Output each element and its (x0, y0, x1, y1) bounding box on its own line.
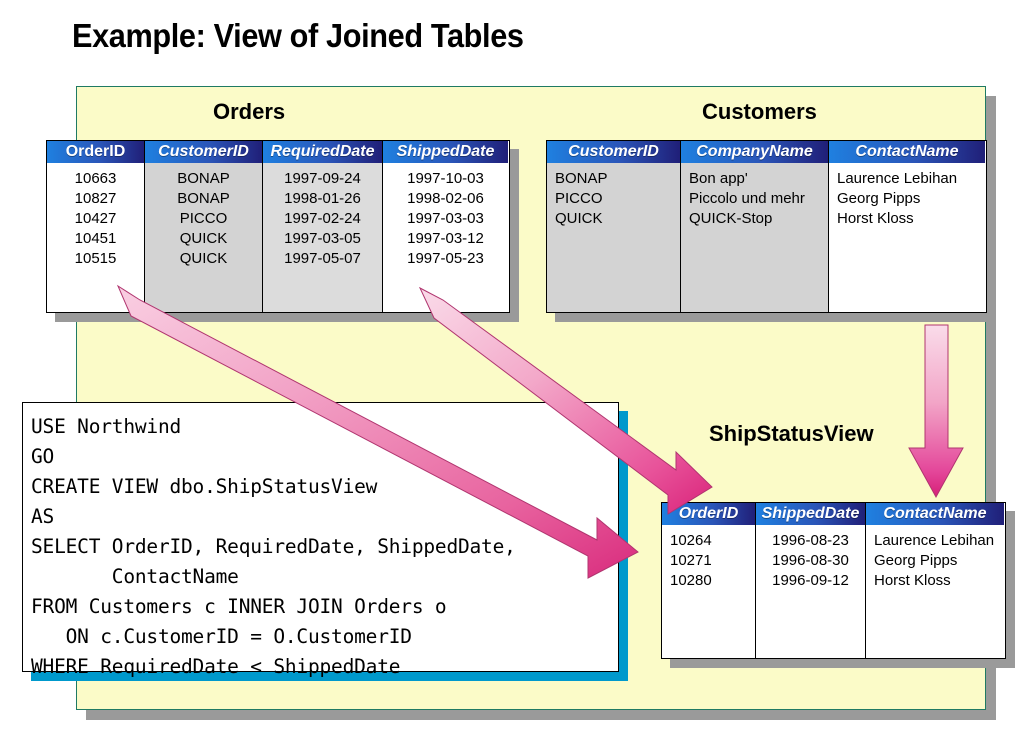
column-header-orderid[interactable]: OrderID (47, 141, 144, 163)
column-header-shippeddate[interactable]: ShippedDate (756, 503, 865, 525)
column-shippeddate: ShippedDate 1996-08-23 1996-08-30 1996-09-1… (755, 503, 865, 658)
table-cell: Horst Kloss (874, 572, 951, 589)
column-header-shippeddate[interactable]: ShippedDate (383, 141, 508, 163)
table-cell: 1997-03-12 (407, 230, 484, 247)
column-body: BONAP PICCO QUICK (547, 163, 680, 312)
table-cell: BONAP (177, 190, 230, 207)
column-shippeddate: ShippedDate 1997-10-03 1998-02-06 1997-03-0… (382, 141, 508, 312)
table-cell: BONAP (555, 170, 608, 187)
column-body: 1997-09-24 1998-01-26 1997-02-24 1997-03-05… (263, 163, 382, 312)
table-cell: 10264 (670, 532, 712, 549)
column-header-requireddate[interactable]: RequiredDate (263, 141, 382, 163)
table-cell: QUICK-Stop (689, 210, 773, 227)
table-cell: 1997-05-23 (407, 250, 484, 267)
table-cell: BONAP (177, 170, 230, 187)
page-title: Example: View of Joined Tables (72, 17, 524, 54)
column-customerid: CustomerID BONAP BONAP PICCO QUICK QUICK (144, 141, 262, 312)
column-body: BONAP BONAP PICCO QUICK QUICK (145, 163, 262, 312)
table-cell: 10451 (74, 230, 117, 247)
table-cell: Laurence Lebihan (874, 532, 995, 549)
column-header-customerid[interactable]: CustomerID (547, 141, 680, 163)
column-body: 10663 10827 10427 10451 10515 (47, 163, 144, 312)
column-header-customerid[interactable]: CustomerID (145, 141, 262, 163)
table-cell: QUICK (179, 250, 228, 267)
table-cell: 1997-03-05 (284, 230, 361, 247)
column-customerid: CustomerID BONAP PICCO QUICK (547, 141, 680, 312)
sql-code-box: USE Northwind GO CREATE VIEW dbo.ShipSta… (22, 402, 619, 678)
table-cell: 1996-08-23 (772, 532, 849, 549)
column-requireddate: RequiredDate 1997-09-24 1998-01-26 1997-02-… (262, 141, 382, 312)
table-cell: 10827 (74, 190, 117, 207)
table-cell: 10280 (670, 572, 712, 589)
column-body: 10264 10271 10280 (662, 525, 755, 658)
table-cell: 1996-09-12 (772, 572, 849, 589)
orders-table-caption: Orders (213, 99, 286, 124)
table-cell: Laurence Lebihan (837, 170, 958, 187)
column-header-orderid[interactable]: OrderID (662, 503, 755, 525)
table-cell: 1997-05-07 (284, 250, 361, 267)
orders-table: OrderID 10663 10827 10427 10451 10515 Customer… (46, 140, 510, 313)
table-cell: 1997-10-03 (407, 170, 484, 187)
table-cell: QUICK (179, 230, 228, 247)
column-header-contactname[interactable]: ContactName (866, 503, 1004, 525)
view-table-caption: ShipStatusView (709, 421, 874, 446)
table-cell: Bon app' (689, 170, 748, 187)
column-header-companyname[interactable]: CompanyName (681, 141, 828, 163)
table-cell: Horst Kloss (837, 210, 914, 227)
column-body: 1997-10-03 1998-02-06 1997-03-03 1997-03-12… (383, 163, 508, 312)
column-orderid: OrderID 10264 10271 10280 (662, 503, 755, 658)
column-body: 1996-08-23 1996-08-30 1996-09-12 (756, 525, 865, 658)
table-cell: 10515 (74, 250, 117, 267)
table-cell: QUICK (555, 210, 603, 227)
column-header-contactname[interactable]: ContactName (829, 141, 985, 163)
customers-table-caption: Customers (702, 99, 817, 124)
table-cell: Georg Pipps (874, 552, 958, 569)
table-cell: 1997-03-03 (407, 210, 484, 227)
sql-code-text: USE Northwind GO CREATE VIEW dbo.ShipSta… (31, 415, 516, 678)
table-cell: PICCO (179, 210, 228, 227)
table-cell: 1998-02-06 (407, 190, 484, 207)
table-cell: 1997-02-24 (284, 210, 361, 227)
table-cell: Georg Pipps (837, 190, 921, 207)
table-cell: 10663 (74, 170, 117, 187)
table-cell: 1998-01-26 (284, 190, 361, 207)
table-cell: Piccolo und mehr (689, 190, 805, 207)
table-cell: 1996-08-30 (772, 552, 849, 569)
table-cell: 1997-09-24 (284, 170, 361, 187)
table-cell: 10271 (670, 552, 712, 569)
column-orderid: OrderID 10663 10827 10427 10451 10515 (47, 141, 144, 312)
table-cell: PICCO (555, 190, 603, 207)
table-cell: 10427 (74, 210, 117, 227)
